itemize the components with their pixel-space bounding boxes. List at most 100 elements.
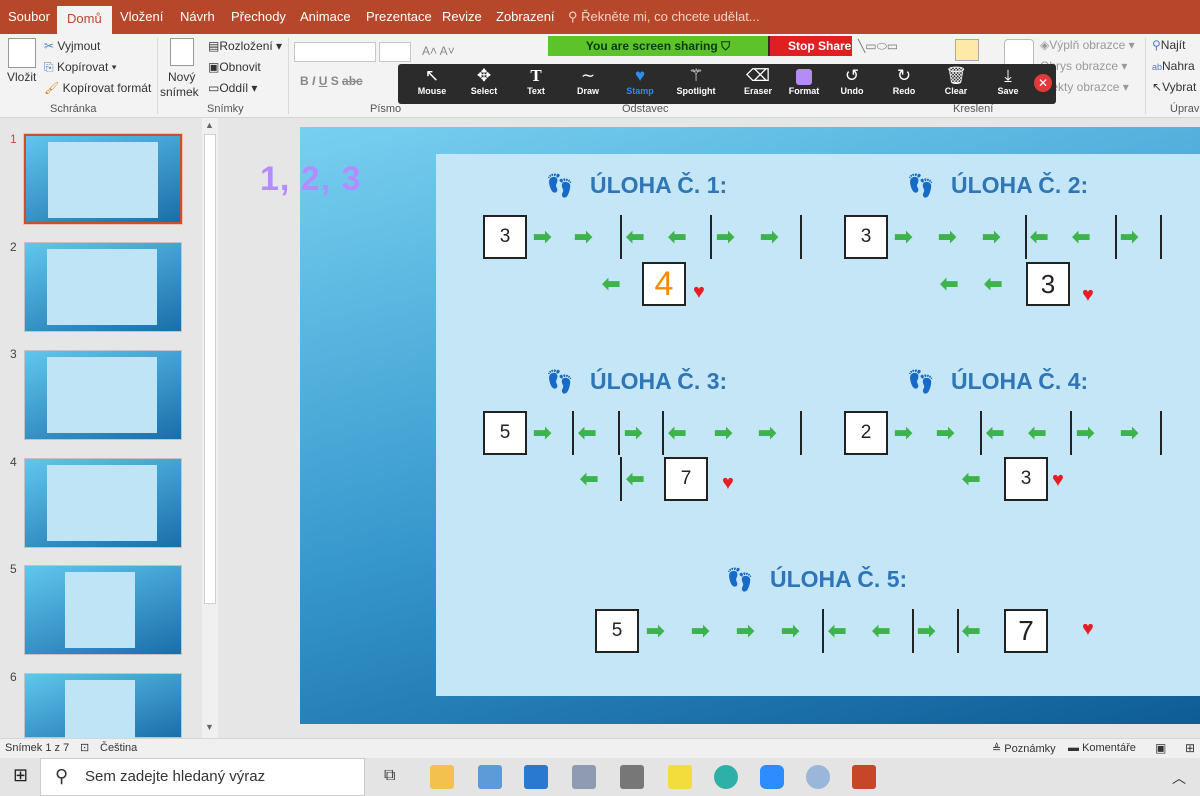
language-indicator[interactable]: Čeština (100, 742, 138, 754)
new-slide-icon[interactable] (170, 38, 194, 66)
close-icon[interactable]: ✕ (1034, 74, 1052, 92)
stop-share-button[interactable]: Stop Share (770, 36, 852, 56)
slide-sorter-icon[interactable]: ⊞ (1185, 741, 1196, 755)
proofing-icon[interactable]: ⊡ (80, 742, 90, 754)
annotation-text-numbers: 1, 2, 3 (260, 160, 362, 198)
find-button[interactable]: ⚲Najít (1152, 38, 1185, 52)
replace-button[interactable]: abNahra (1152, 59, 1195, 73)
section-button[interactable]: ▭Oddíl ▾ (208, 81, 258, 95)
save-tool[interactable]: ⤓Save (982, 64, 1034, 104)
copy-button[interactable]: ⎘ Kopírovat ▾ (44, 60, 117, 74)
stamp-tool[interactable]: ♥Stamp (614, 64, 666, 104)
taskbar-search-box[interactable]: ⚲Sem zadejte hledaný výraz (40, 758, 365, 796)
edge-icon[interactable] (714, 765, 738, 789)
tab-domu[interactable]: Domů (57, 6, 112, 34)
arrow-left: ⬅ (626, 224, 645, 249)
font-name-field[interactable] (294, 42, 376, 62)
layout-icon: ▤ (208, 39, 220, 53)
tab-soubor[interactable]: Soubor (8, 9, 50, 24)
undo-tool[interactable]: ↺Undo (826, 64, 878, 104)
paste-icon[interactable] (8, 38, 36, 68)
clear-label: Clear (944, 86, 968, 96)
powerpoint-icon[interactable] (852, 765, 876, 789)
arrange-icon[interactable] (955, 39, 979, 61)
scroll-down-icon[interactable]: ▼ (205, 722, 214, 732)
redo-tool[interactable]: ↻Redo (878, 64, 930, 104)
task-view-icon[interactable]: ⧉ (384, 767, 396, 784)
draw-tool[interactable]: ∼Draw (562, 64, 614, 104)
slide-thumbnail-3[interactable] (24, 350, 182, 440)
paint-icon[interactable] (806, 765, 830, 789)
tab-prechody[interactable]: Přechody (231, 9, 286, 24)
scroll-up-icon[interactable]: ▲ (205, 120, 214, 130)
divider-bar (912, 609, 914, 653)
comments-button[interactable]: ▬ Komentáře (1068, 742, 1136, 754)
arrow-right: ➡ (982, 224, 1001, 249)
tab-vlozeni[interactable]: Vložení (120, 9, 164, 24)
eraser-label: Eraser (743, 86, 773, 96)
arrow-left: ⬅ (940, 271, 959, 296)
eraser-tool[interactable]: ⌫Eraser (732, 64, 784, 104)
tab-prezentace[interactable]: Prezentace (366, 9, 432, 24)
tab-navrh[interactable]: Návrh (180, 9, 215, 24)
paste-button[interactable]: Vložit (7, 70, 37, 84)
shape-effects-button[interactable]: Efekty obrazce ▾ (1040, 80, 1129, 94)
select-button[interactable]: ↖Vybrat (1152, 80, 1196, 94)
thumb-content (47, 357, 157, 433)
scroll-thumb[interactable] (204, 134, 216, 604)
mail-icon[interactable] (524, 765, 548, 789)
tab-animace[interactable]: Animace (300, 9, 351, 24)
font-size-field[interactable] (379, 42, 411, 62)
cursor-icon: ↖ (1152, 80, 1163, 94)
clear-tool[interactable]: 🗑Clear (930, 64, 982, 104)
slide-thumbnail-5[interactable] (24, 565, 182, 655)
tell-me-search[interactable]: ⚲ Řekněte mi, co chcete udělat... (568, 9, 760, 25)
format-tool[interactable]: Format (778, 64, 830, 104)
thumb-content (48, 142, 158, 218)
chevron-up-icon[interactable]: ︿ (1172, 770, 1186, 786)
shapes-gallery[interactable]: ╲▭⬭▭ (858, 39, 899, 53)
reset-button[interactable]: ▣Obnovit (208, 60, 261, 74)
slide-thumbnail-6[interactable] (24, 673, 182, 756)
scissors-icon: ✂ (44, 39, 55, 53)
layout-button[interactable]: ▤Rozložení ▾ (208, 39, 283, 53)
zoom-icon[interactable] (760, 765, 784, 789)
thumbnails-scrollbar[interactable]: ▲ ▼ (202, 118, 218, 738)
select-tool[interactable]: ✥Select (458, 64, 510, 104)
slide-thumbnail-2[interactable] (24, 242, 182, 332)
font-style-buttons[interactable]: B I U S abc (300, 74, 363, 88)
task-1-title: ÚLOHA Č. 1: (590, 172, 728, 198)
slide-thumbnail-4[interactable] (24, 458, 182, 548)
calculator-icon[interactable] (620, 765, 644, 789)
mouse-label: Mouse (417, 86, 447, 96)
format-painter-button[interactable]: 🖌 Kopírovat formát (44, 81, 151, 95)
windows-start-icon[interactable]: ⊞ (13, 765, 29, 785)
file-explorer-icon[interactable] (430, 765, 454, 789)
cut-button[interactable]: ✂ Vyjmout (44, 39, 100, 53)
new-slide-label-2[interactable]: snímek (160, 85, 199, 99)
spotlight-tool[interactable]: ⚚Spotlight (670, 64, 722, 104)
store-icon[interactable] (478, 765, 502, 789)
shape-fill-button[interactable]: ◈Výplň obrazce ▾ (1040, 38, 1135, 52)
shape-outline-button[interactable]: Obrys obrazce ▾ (1040, 59, 1128, 73)
arrow-right: ➡ (533, 224, 552, 249)
mouse-tool[interactable]: ↖Mouse (406, 64, 458, 104)
slide-thumbnail-1[interactable] (23, 133, 183, 225)
new-slide-label-1[interactable]: Nový (168, 70, 196, 84)
normal-view-icon[interactable]: ▣ (1155, 741, 1167, 755)
app-icon[interactable] (572, 765, 596, 789)
heart-icon: ♥ (634, 66, 646, 85)
quick-styles-icon[interactable] (1004, 39, 1034, 67)
tab-revize[interactable]: Revize (442, 9, 482, 24)
tab-zobrazeni[interactable]: Zobrazení (496, 9, 555, 24)
grow-font-icon[interactable]: A˄ A˅ (422, 44, 455, 58)
notes-button[interactable]: ≜ Poznámky (992, 742, 1056, 755)
zoom-sharing-bar: You are screen sharing ⛉ Stop Share (548, 36, 852, 56)
task-3-start-box: 5 (483, 411, 527, 455)
arrow-right: ➡ (938, 224, 957, 249)
slide-canvas[interactable]: 1, 2, 3 👣 ÚLOHA Č. 1: 3 ➡ ➡ ⬅ ⬅ ➡ ➡ ⬅ 4 … (260, 127, 1200, 724)
sticky-notes-icon[interactable] (668, 765, 692, 789)
arrow-left: ⬅ (1028, 420, 1047, 445)
search-placeholder: Sem zadejte hledaný výraz (85, 768, 266, 785)
